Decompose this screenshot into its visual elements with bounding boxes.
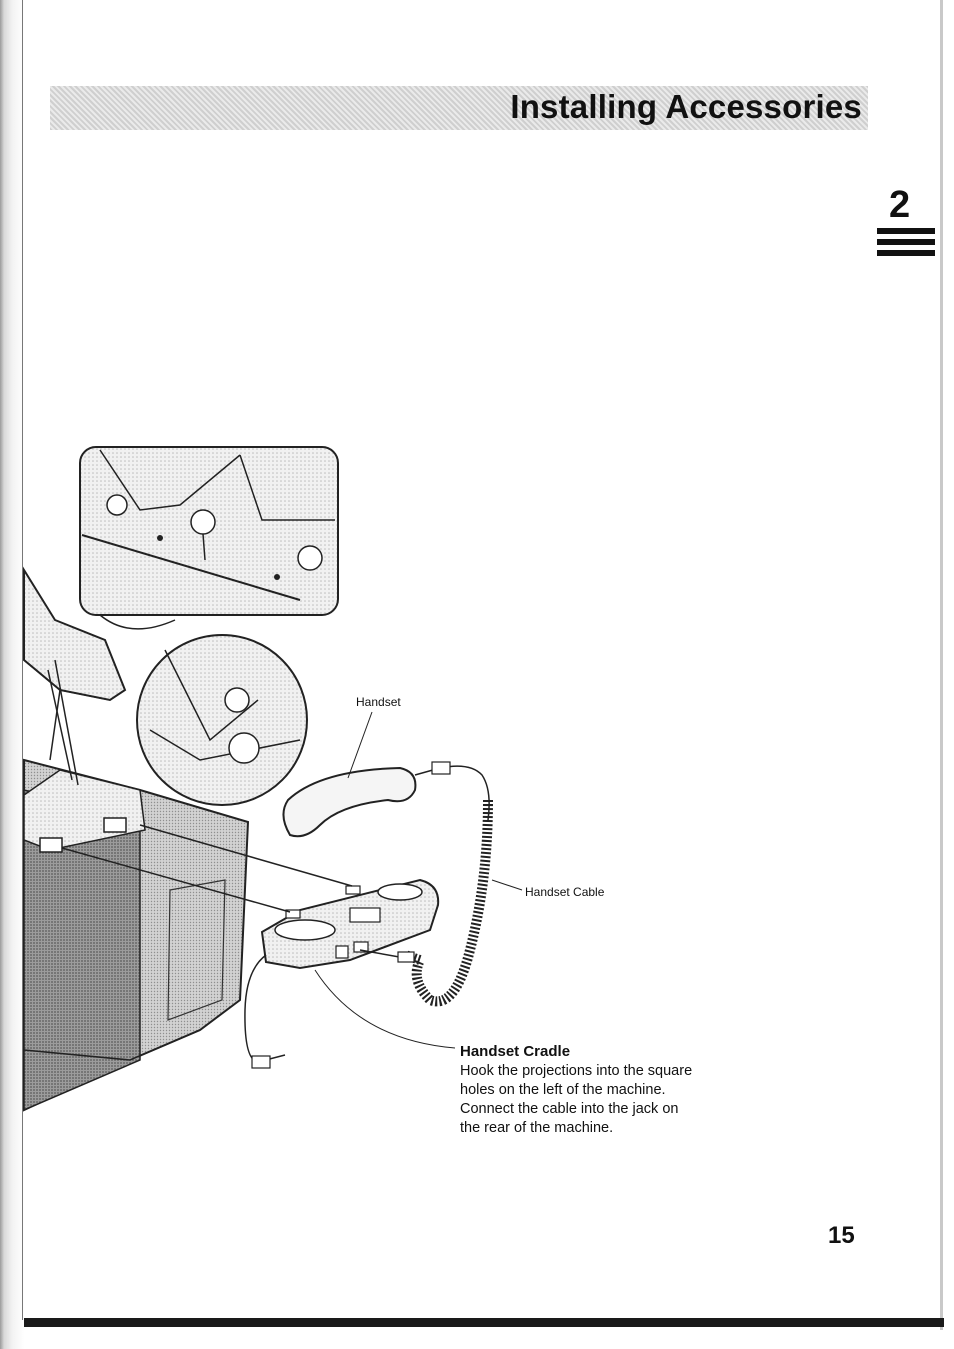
handset-cable-label: Handset Cable	[525, 885, 605, 899]
detail-inset-circle	[136, 634, 308, 806]
detail-inset-top	[79, 446, 339, 630]
note-heading: Handset Cradle	[460, 1043, 571, 1060]
page-spine-line	[22, 0, 23, 1320]
page-number: 15	[828, 1222, 855, 1249]
title-band: Installing Accessories	[50, 86, 868, 130]
page-bottom-rule	[24, 1318, 944, 1327]
handset-cradle-illustration	[260, 878, 440, 970]
fax-machine-body	[23, 758, 250, 1112]
chapter-tab-bars	[877, 228, 935, 261]
handset-illustration	[282, 711, 417, 838]
handset-cradle-note: Handset Cradle Hook the projections into…	[460, 1043, 725, 1138]
note-line-2: holes on the left of the machine.	[460, 1082, 666, 1098]
coiled-handset-cable	[403, 761, 523, 1007]
handset-label: Handset	[356, 695, 401, 709]
paper-tray	[23, 566, 127, 761]
note-line-1: Hook the projections into the square	[460, 1063, 693, 1079]
chapter-number: 2	[889, 184, 911, 226]
page-edge-shadow	[0, 0, 24, 1349]
note-line-3: Connect the cable into the jack on	[460, 1101, 679, 1117]
page-title: Installing Accessories	[510, 88, 862, 125]
page-right-edge	[940, 0, 943, 1330]
note-line-4: the rear of the machine.	[460, 1120, 614, 1136]
